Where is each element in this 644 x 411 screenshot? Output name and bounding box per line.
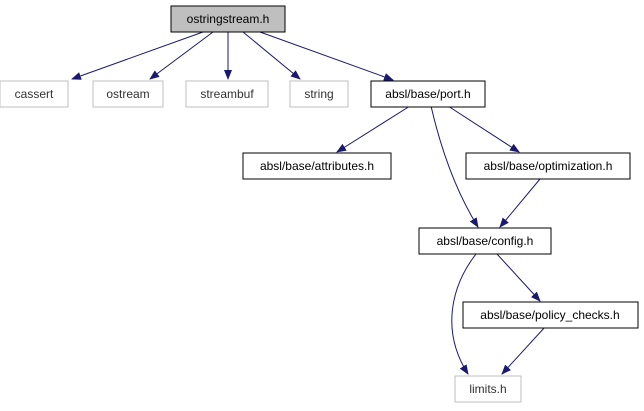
node-label: absl/base/config.h — [437, 234, 534, 248]
node-label: streambuf — [200, 87, 254, 101]
edge-config-to-limits — [451, 253, 477, 375]
node-label: ostringstream.h — [187, 12, 270, 26]
node-port[interactable]: absl/base/port.h — [370, 80, 486, 108]
nodes-layer: ostringstream.h cassert ostream streambu… — [0, 5, 639, 403]
edge-port-to-attributes — [336, 105, 411, 153]
node-label: absl/base/port.h — [385, 87, 470, 101]
edge-ostringstream-to-cassert — [71, 31, 204, 80]
node-optimization[interactable]: absl/base/optimization.h — [465, 152, 631, 180]
node-label: ostream — [106, 87, 149, 101]
node-ostringstream[interactable]: ostringstream.h — [170, 5, 286, 33]
node-streambuf[interactable]: streambuf — [185, 80, 269, 108]
node-policy-checks[interactable]: absl/base/policy_checks.h — [462, 301, 639, 329]
edge-ostringstream-to-port — [259, 31, 394, 81]
node-ostream[interactable]: ostream — [92, 80, 164, 108]
edge-optimization-to-config — [499, 178, 541, 228]
edge-port-to-config — [430, 105, 479, 228]
node-label: absl/base/attributes.h — [260, 159, 374, 173]
edges-layer — [71, 31, 546, 375]
node-config[interactable]: absl/base/config.h — [418, 227, 552, 255]
edge-config-to-policy-checks — [496, 253, 541, 302]
node-label: absl/base/optimization.h — [484, 159, 613, 173]
edge-ostringstream-to-ostream — [149, 31, 214, 80]
node-string[interactable]: string — [289, 80, 349, 108]
node-label: limits.h — [469, 382, 506, 396]
edge-port-to-optimization — [447, 105, 520, 153]
edge-ostringstream-to-string — [242, 31, 301, 80]
node-attributes[interactable]: absl/base/attributes.h — [242, 152, 392, 180]
node-limits[interactable]: limits.h — [454, 375, 522, 403]
node-label: absl/base/policy_checks.h — [480, 308, 619, 322]
node-label: string — [304, 87, 333, 101]
node-label: cassert — [15, 87, 54, 101]
node-cassert[interactable]: cassert — [0, 80, 69, 108]
edge-policy-checks-to-limits — [501, 326, 546, 375]
